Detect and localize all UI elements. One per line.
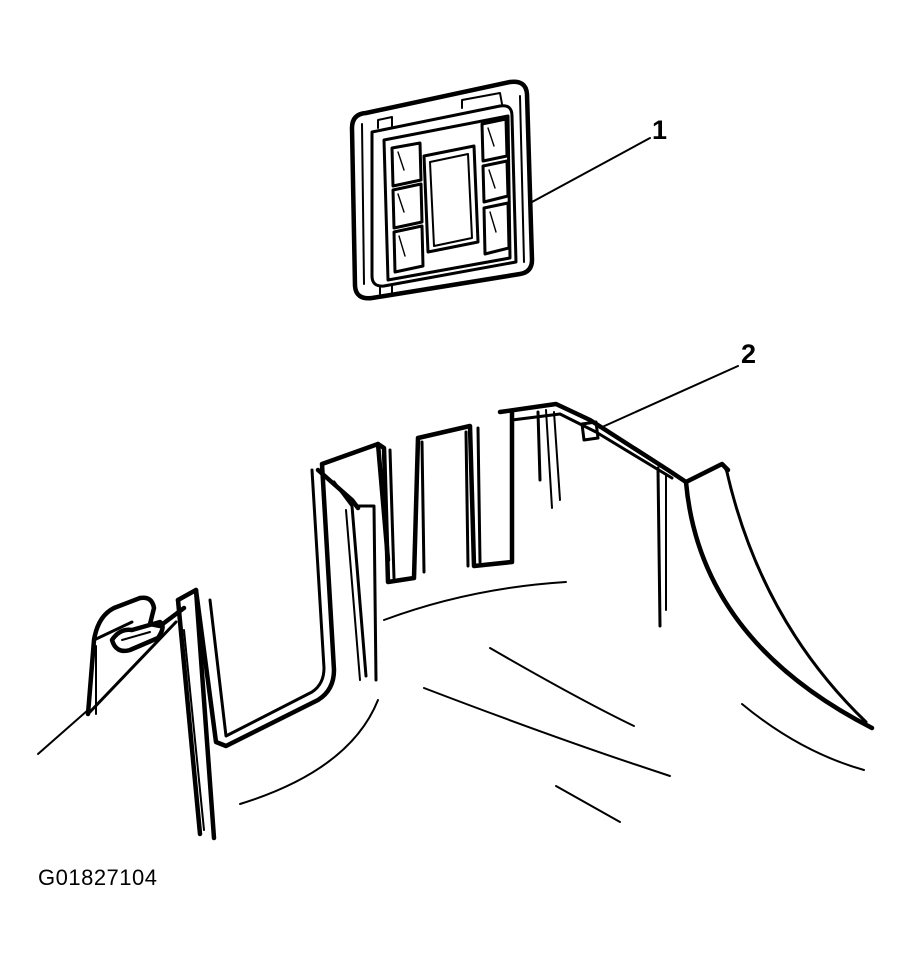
figure-code-label: G01827104 bbox=[38, 865, 158, 890]
callout-number-1: 1 bbox=[652, 115, 668, 145]
leader-line-1 bbox=[531, 137, 651, 203]
part-1-connector-plate bbox=[349, 79, 535, 301]
callout-number-2: 2 bbox=[741, 339, 757, 369]
leader-line-2 bbox=[599, 365, 739, 429]
retainer-clip bbox=[37, 595, 187, 755]
part-2-tray-housing bbox=[175, 401, 875, 841]
